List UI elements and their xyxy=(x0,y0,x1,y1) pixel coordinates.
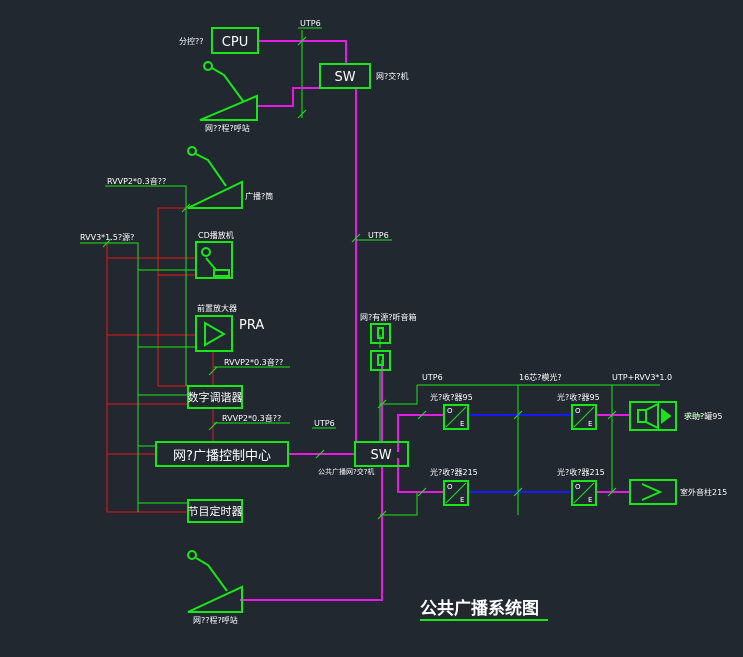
cable-label-rvvp-mic: RVVP2*0.3音?? xyxy=(107,176,166,186)
oe-converter-1: O E xyxy=(443,404,469,430)
oe-glyph-e: E xyxy=(460,496,464,504)
tick-mark xyxy=(607,410,617,420)
control-line-sw-right xyxy=(380,385,418,405)
control-center-box: 网?广播控制中心 xyxy=(155,441,289,467)
paging-station-top-icon xyxy=(199,61,258,121)
cable-label-utp6-right: UTP6 xyxy=(422,373,443,382)
amp-out-label: 室外音柱215 xyxy=(680,487,727,497)
cable-label-utp6-top: UTP6 xyxy=(300,19,321,28)
control-center-label: 网?广播控制中心 xyxy=(173,449,271,464)
oe-converter-3: O E xyxy=(571,404,597,430)
oe-glyph-o: O xyxy=(447,483,453,491)
tick-mark xyxy=(351,233,361,243)
tick-mark xyxy=(102,238,112,248)
cable-label-utp-rvv: UTP+RVV3*1.0 xyxy=(612,373,672,382)
oe-glyph-e: E xyxy=(460,420,464,428)
paging-station-bottom-icon xyxy=(187,550,243,613)
tick-mark xyxy=(181,203,191,213)
sw-top-label: SW xyxy=(334,70,355,85)
oe-glyph-o: O xyxy=(447,407,453,415)
tick-mark xyxy=(297,109,307,119)
tick-mark xyxy=(377,510,387,520)
oe-1-label: 光?收?器95 xyxy=(430,392,473,402)
diagram-title: 公共广播系统图 xyxy=(420,598,539,619)
tick-mark xyxy=(607,487,617,497)
sw-main-label: SW xyxy=(370,448,391,463)
utp-line-sw-oe1 xyxy=(397,414,444,452)
speaker-out-label: 求助?罐95 xyxy=(684,411,722,421)
cd-player-box xyxy=(195,241,233,279)
audio-line-mic-to-mixer xyxy=(157,207,190,387)
oe-3-label: 光?收?器95 xyxy=(557,392,600,402)
utp-line-sw-oe2 xyxy=(397,458,444,493)
audio-line-power-bus xyxy=(106,243,188,513)
audio-lines xyxy=(106,207,214,513)
cpu-side-label: 分控?? xyxy=(179,36,204,46)
paging-top-label: 网??程?呼站 xyxy=(205,123,250,133)
oe-converter-2: O E xyxy=(443,480,469,506)
sw-main-side-label: 公共广播网?交?机 xyxy=(318,467,374,476)
cpu-label: CPU xyxy=(222,35,248,50)
cd-label: CD播放机 xyxy=(198,230,234,240)
oe-2-label: 光?收?器215 xyxy=(430,467,478,477)
tick-mark xyxy=(417,487,427,497)
tick-marks xyxy=(102,36,617,520)
cable-label-utp6-mid: UTP6 xyxy=(368,231,389,240)
tick-mark xyxy=(513,487,523,497)
tick-mark xyxy=(417,410,427,420)
cpu-box: CPU xyxy=(211,27,259,54)
cable-labels: UTP6 UTP6 UTP6 UTP6 RVVP2*0.3音?? RVV3*1.… xyxy=(80,19,672,429)
timer-box: 节目定时器 xyxy=(187,499,243,523)
control-line-power xyxy=(80,242,139,512)
sw-top-box: SW xyxy=(319,63,371,89)
tick-mark xyxy=(315,449,325,459)
active-speaker-label: 网?有源?听音箱 xyxy=(360,312,417,322)
cable-label-rvvp-mixer: RVVP2*0.3音?? xyxy=(222,413,281,423)
cable-label-utp6-center: UTP6 xyxy=(314,419,335,428)
mixer-label: 数字调谐器 xyxy=(188,390,243,404)
utp-lines xyxy=(240,40,630,601)
control-line-sw-bottom xyxy=(380,492,418,516)
amp-out-icon xyxy=(629,479,677,505)
oe-glyph-o: O xyxy=(575,407,581,415)
control-lines xyxy=(80,30,703,516)
control-line-mic xyxy=(170,185,187,386)
fiber-lines xyxy=(470,414,572,493)
mic-label: 广播?筒 xyxy=(245,191,273,201)
oe-glyph-o: O xyxy=(575,483,581,491)
pra-top-label: 前置放大器 xyxy=(197,303,237,313)
paging-bottom-label: 网??程?呼站 xyxy=(193,615,238,625)
tick-mark xyxy=(208,366,218,376)
utp-line-cpu-sw xyxy=(259,40,347,63)
oe-glyph-e: E xyxy=(588,420,592,428)
cable-label-fiber: 16芯?模光? xyxy=(519,372,562,382)
timer-label: 节目定时器 xyxy=(188,504,243,518)
microphone-icon xyxy=(187,146,243,209)
utp-line-paging-sw xyxy=(257,87,320,107)
sw-top-side-label: 网?交?机 xyxy=(376,71,409,81)
pra-box xyxy=(195,315,233,352)
oe-converter-4: O E xyxy=(571,480,597,506)
mixer-box: 数字调谐器 xyxy=(187,385,243,409)
utp-line-paging-bottom xyxy=(240,466,383,601)
pra-label: PRA xyxy=(239,318,264,333)
sw-main-box: SW xyxy=(354,441,409,467)
tick-mark xyxy=(377,399,387,409)
cable-label-rvvp-pra: RVVP2*0.3音?? xyxy=(224,357,283,367)
speaker-out-icon xyxy=(629,401,677,431)
tick-mark xyxy=(513,410,523,420)
oe-4-label: 光?收?器215 xyxy=(557,467,605,477)
active-speaker-icon xyxy=(370,323,391,371)
oe-glyph-e: E xyxy=(588,496,592,504)
tick-mark xyxy=(297,36,307,46)
cable-label-rvv-power: RVV3*1.5?源? xyxy=(80,233,134,242)
